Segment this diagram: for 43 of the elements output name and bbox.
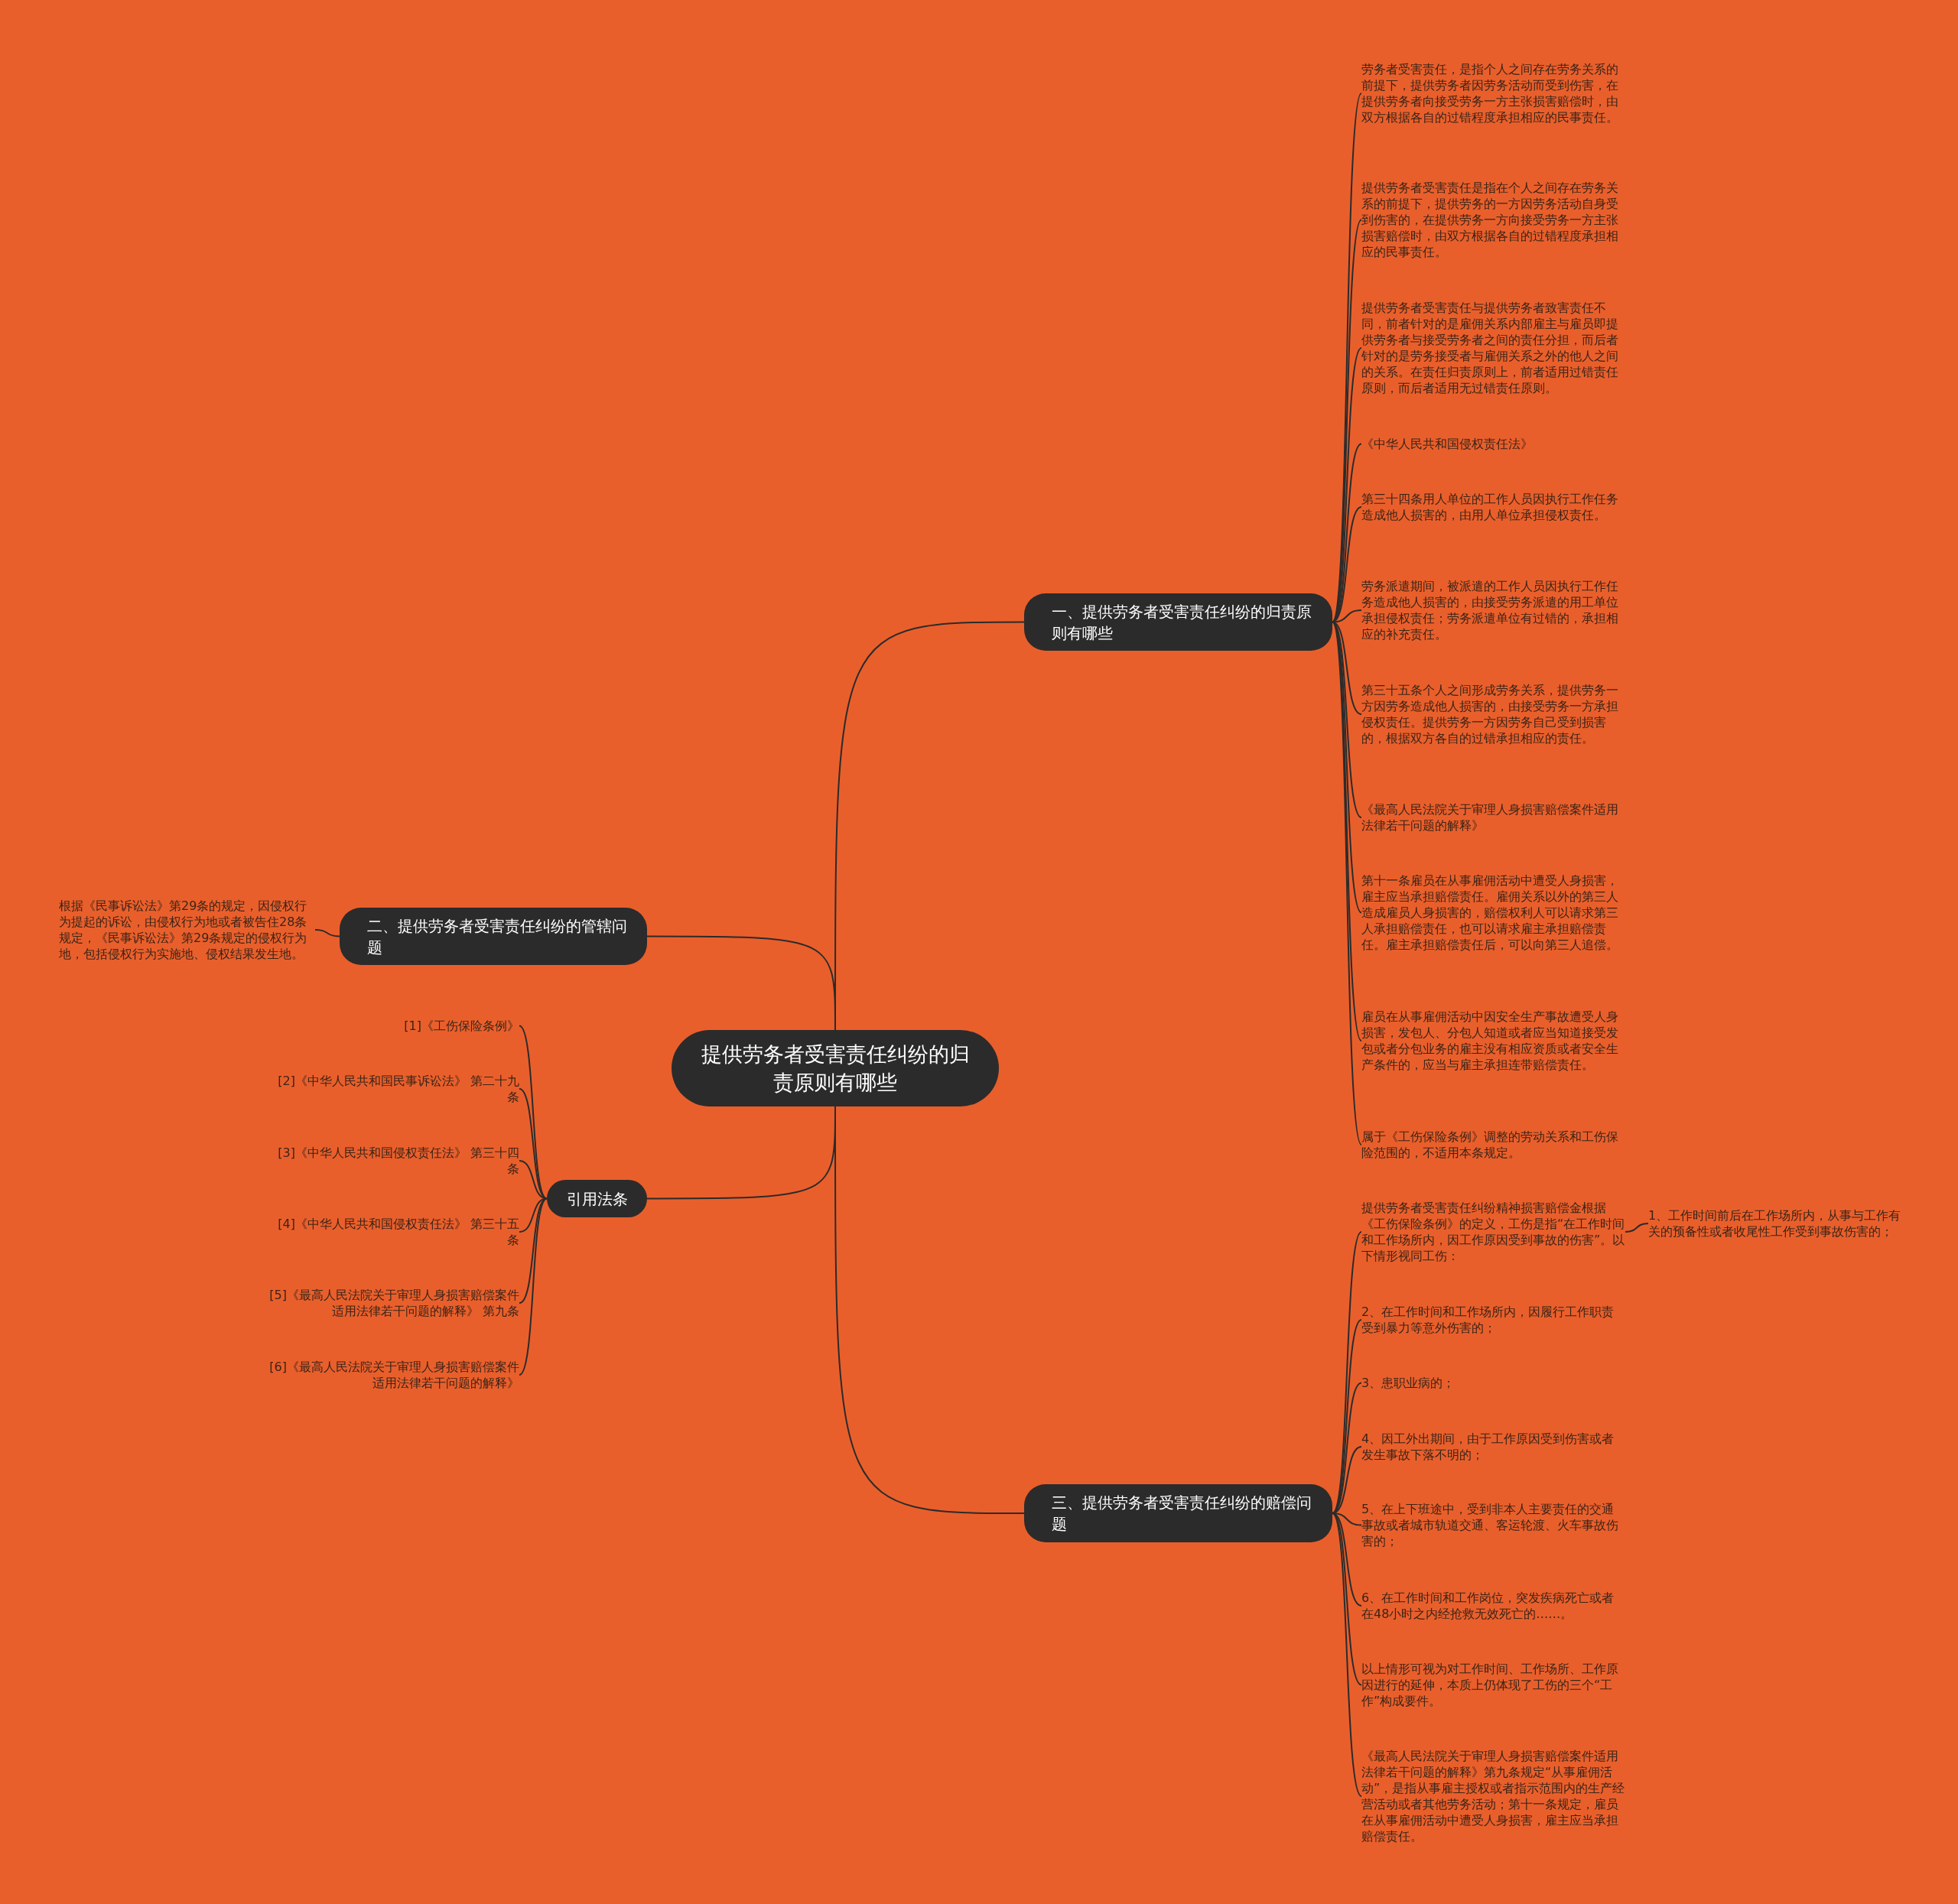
connector-line [1332,1319,1362,1514]
connector-line [519,1197,548,1376]
note-text: 1、工作时间前后在工作场所内，从事与工作有关的预备性或者收尾性工作受到事故伤害的； [1648,1207,1908,1240]
note-text: [6]《最高人民法院关于审理人身损害赔偿案件适用法律若干问题的解释》 [267,1359,519,1391]
note-text: 提供劳务者受害责任与提供劳务者致害责任不同，前者针对的是雇佣关系内部雇主与雇员即提供劳务者与接受劳务者之间的责任分担，而后者针对的是劳务接受者与雇佣关系之外的他人之间的关系。在责任归责原则上，前者适用过错责任原则，而后者适用无过错责任原则。 [1361,300,1625,396]
note-text: [3]《中华人民共和国侵权责任法》 第三十四条 [267,1145,519,1177]
topic-box: 二、提供劳务者受害责任纠纷的管辖问题 [340,908,647,965]
connector-line [646,935,836,1031]
connector-line [1625,1223,1649,1233]
topic-box: 引用法条 [547,1180,647,1217]
note-text: [2]《中华人民共和国民事诉讼法》 第二十九条 [267,1073,519,1105]
note-text: 6、在工作时间和工作岗位，突发疾病死亡或者在48小时之内经抢救无效死亡的……。 [1361,1590,1625,1622]
note-text: 《中华人民共和国侵权责任法》 [1361,436,1625,452]
note-text: 根据《民事诉讼法》第29条的规定，因侵权行为提起的诉讼，由侵权行为地或者被告住28条规定，《民事诉讼法》第29条规定的侵权行为地，包括侵权行为实施地、侵权结果发生地。 [59,898,315,962]
note-text: 提供劳务者受害责任纠纷精神损害赔偿金根据《工伤保险条例》的定义，工伤是指“在工作时间和工作场所内，因工作原因受到事故的伤害”。以下情形视同工伤： [1361,1200,1625,1264]
connector-line [1332,621,1362,1145]
connector-line [1332,1512,1362,1686]
topic-box: 一、提供劳务者受害责任纠纷的归责原则有哪些 [1024,593,1332,651]
note-text: 劳务者受害责任，是指个人之间存在劳务关系的前提下，提供劳务者因劳务活动而受到伤害，在提供劳务者向接受劳务一方主张损害赔偿时，由双方根据各自的过错程度承担相应的民事责任。 [1361,61,1625,125]
note-text: 2、在工作时间和工作场所内，因履行工作职责受到暴力等意外伤害的； [1361,1304,1625,1336]
note-text: 属于《工伤保险条例》调整的劳动关系和工伤保险范围的，不适用本条规定。 [1361,1129,1625,1161]
note-text: 第三十四条用人单位的工作人员因执行工作任务造成他人损害的，由用人单位承担侵权责任。 [1361,491,1625,523]
note-text: 以上情形可视为对工作时间、工作场所、工作原因进行的延伸，本质上仍体现了工伤的三个“工作”构成要件。 [1361,1661,1625,1709]
note-text: 第十一条雇员在从事雇佣活动中遭受人身损害，雇主应当承担赔偿责任。雇佣关系以外的第三人造成雇员人身损害的，赔偿权利人可以请求第三人承担赔偿责任，也可以请求雇主承担赔偿责任。雇主承担赔偿责任后，可以向第三人追偿。 [1361,872,1625,953]
note-text: 4、因工外出期间，由于工作原因受到伤害或者发生事故下落不明的； [1361,1431,1625,1463]
connector-line [519,1197,548,1304]
note-text: 雇员在从事雇佣活动中因安全生产事故遭受人身损害，发包人、分包人知道或者应当知道接受发包或者分包业务的雇主没有相应资质或者安全生产条件的，应当与雇主承担连带赔偿责任。 [1361,1009,1625,1073]
connector-line [314,929,340,937]
note-text: 3、患职业病的； [1361,1375,1625,1391]
note-text: 第三十五条个人之间形成劳务关系，提供劳务一方因劳务造成他人损害的，由接受劳务一方承担侵权责任。提供劳务一方因劳务自己受到损害的，根据双方各自的过错承担相应的责任。 [1361,682,1625,746]
note-text: [5]《最高人民法院关于审理人身损害赔偿案件适用法律若干问题的解释》 第九条 [267,1287,519,1319]
note-text: 《最高人民法院关于审理人身损害赔偿案件适用法律若干问题的解释》 [1361,801,1625,833]
note-text: 提供劳务者受害责任是指在个人之间存在劳务关系的前提下，提供劳务的一方因劳务活动自身受到伤害的，在提供劳务一方向接受劳务一方主张损害赔偿时，由双方根据各自的过错程度承担相应的民事责任。 [1361,180,1625,260]
note-text: 5、在上下班途中，受到非本人主要责任的交通事故或者城市轨道交通、客运轮渡、火车事故伤害的； [1361,1501,1625,1549]
central-topic: 提供劳务者受害责任纠纷的归责原则有哪些 [672,1030,999,1106]
note-text: [4]《中华人民共和国侵权责任法》 第三十五条 [267,1216,519,1248]
connector-line [519,1025,548,1200]
connector-line [1332,219,1362,623]
connector-line [1332,1512,1362,1797]
note-text: 劳务派遣期间，被派遣的工作人员因执行工作任务造成他人损害的，由接受劳务派遣的用工单位承担侵权责任；劳务派遣单位有过错的，承担相应的补充责任。 [1361,578,1625,642]
note-text: [1]《工伤保险条例》 [267,1018,519,1034]
note-text: 《最高人民法院关于审理人身损害赔偿案件适用法律若干问题的解释》第九条规定“从事雇佣活动”，是指从事雇主授权或者指示范围内的生产经营活动或者其他劳务活动；第十一条规定，雇员在从事雇佣活动中遭受人身损害，雇主应当承担赔偿责任。 [1361,1748,1625,1844]
topic-box: 三、提供劳务者受害责任纠纷的赔偿问题 [1024,1484,1332,1542]
